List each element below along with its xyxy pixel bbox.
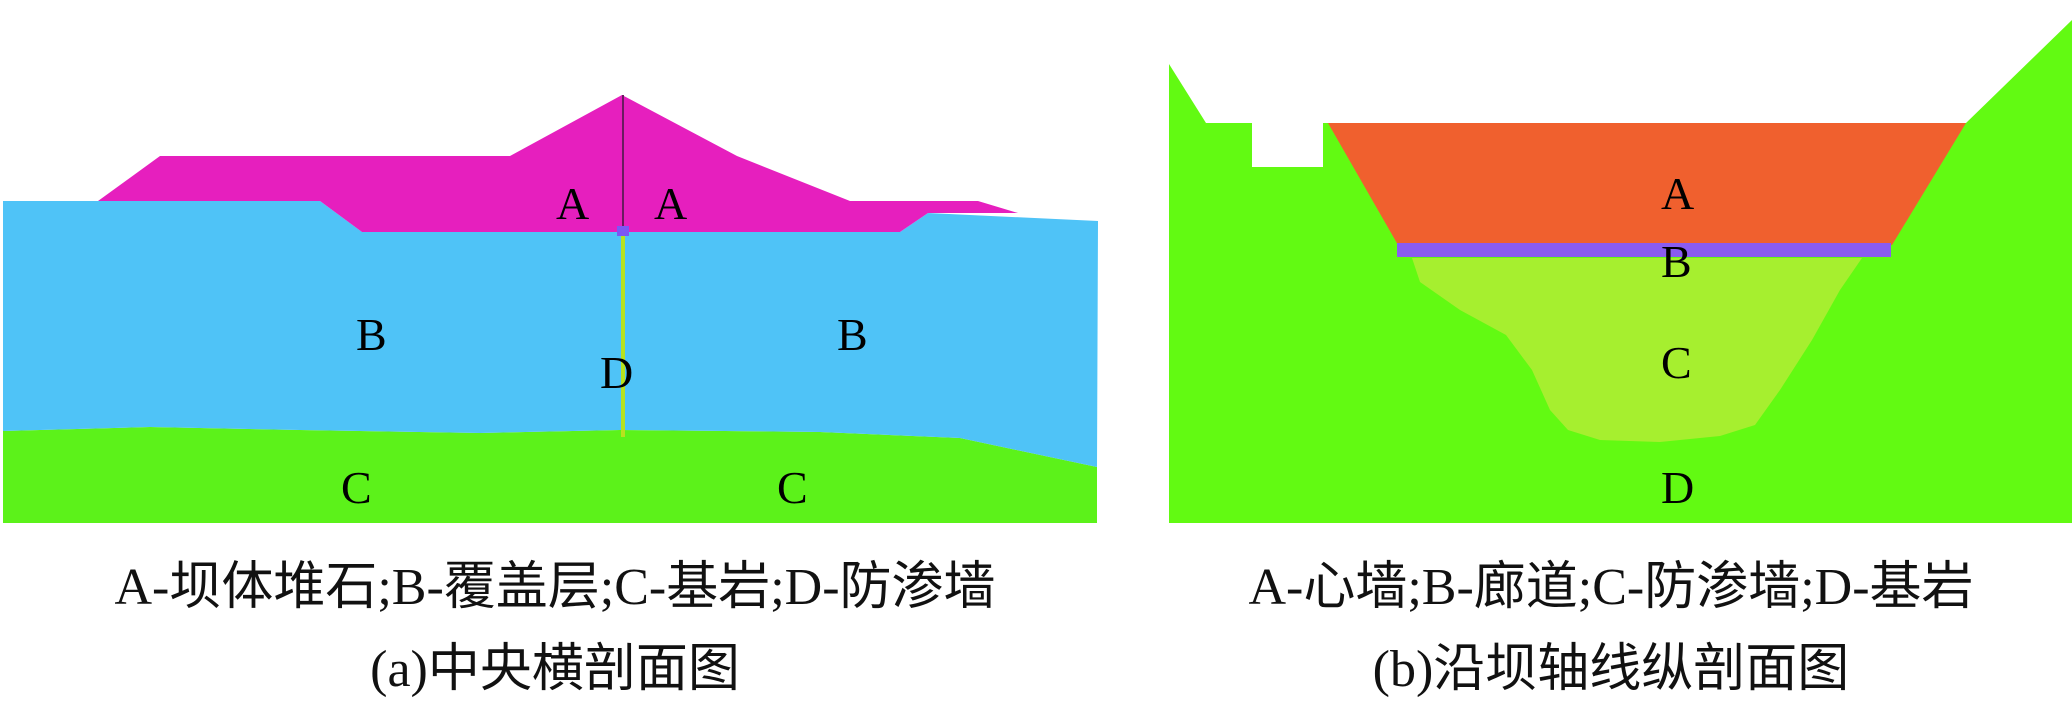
- cutoff-wall-a: [621, 232, 625, 437]
- dam-rockfill-region-a: [98, 95, 1018, 232]
- gallery-region-b: [1397, 243, 1891, 257]
- label-d: D: [1661, 462, 1694, 513]
- label-a-left: A: [556, 178, 589, 229]
- label-b-right: B: [837, 309, 868, 360]
- bedrock-region-a: [3, 427, 1097, 523]
- label-b: B: [1661, 236, 1692, 287]
- overburden-region-a: [3, 201, 1098, 467]
- core-wall-region-b: [1328, 123, 1966, 245]
- label-a: A: [1661, 168, 1694, 219]
- figure-title-a: (a)中央横剖面图: [370, 641, 740, 698]
- label-c-left: C: [341, 462, 372, 513]
- cutoff-wall-region-b: [1412, 258, 1862, 442]
- figure-title-b: (b)沿坝轴线纵剖面图: [1372, 641, 1850, 698]
- label-c: C: [1661, 337, 1692, 388]
- legend-caption-a: A-坝体堆石;B-覆盖层;C-基岩;D-防渗墙: [114, 559, 996, 616]
- label-c-right: C: [777, 462, 808, 513]
- panel-b-diagram: A B C D: [1169, 20, 2072, 523]
- legend-caption-b: A-心墙;B-廊道;C-防渗墙;D-基岩: [1248, 559, 1974, 616]
- cutoff-wall-cap-a: [617, 226, 629, 236]
- label-b-left: B: [356, 309, 387, 360]
- label-a-right: A: [654, 178, 687, 229]
- panel-a-diagram: A A B B D C C: [3, 95, 1098, 523]
- label-d: D: [600, 347, 633, 398]
